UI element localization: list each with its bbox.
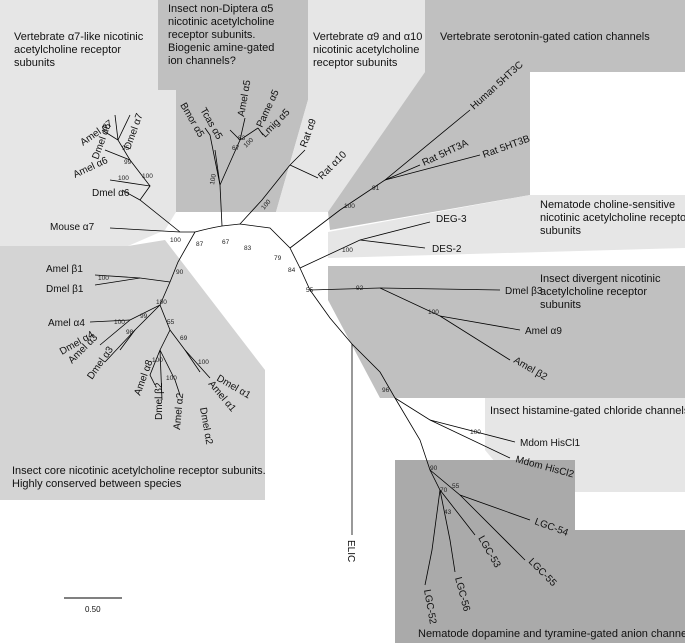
bootstrap-a4-99: 99 bbox=[140, 313, 148, 320]
bootstrap-a1-100: 100 bbox=[198, 359, 209, 366]
bootstrap-55-top: 55 bbox=[306, 287, 314, 294]
label-insect-core: Insect core nicotinic acetylcholine rece… bbox=[12, 465, 269, 490]
bootstrap-67: 67 bbox=[222, 239, 230, 246]
bootstrap-84: 84 bbox=[288, 267, 296, 274]
bootstrap-99: 99 bbox=[124, 159, 132, 166]
label-vertebrate-a7: Vertebrate α7-like nicotinic acetylcholi… bbox=[14, 31, 146, 69]
region-vertebrate-a9 bbox=[276, 0, 425, 212]
branches bbox=[89, 109, 531, 586]
leaf-amel-a9: Amel α9 bbox=[525, 326, 562, 337]
bootstrap-a8-100: 100 bbox=[152, 357, 163, 364]
leaf-elic: ELIC bbox=[345, 540, 356, 562]
label-insect-a5: Insect non-Diptera α5 nicotinic acetylch… bbox=[168, 3, 277, 67]
region-insect-divergent bbox=[328, 266, 685, 398]
bootstrap-91: 91 bbox=[372, 185, 380, 192]
bootstrap-deg3: 100 bbox=[342, 247, 353, 254]
scale-bar: 0.50 bbox=[64, 597, 122, 614]
bootstrap-43: 43 bbox=[444, 509, 452, 516]
region-nematode-choline bbox=[328, 195, 685, 258]
bootstrap-83: 83 bbox=[244, 245, 252, 252]
bootstrap-a6: 100 bbox=[118, 175, 129, 182]
bootstrap-a7b: 100 bbox=[142, 173, 153, 180]
leaf-dmel-b1: Dmel β1 bbox=[46, 284, 84, 295]
leaf-dmel-b2: Dmel β2 bbox=[154, 382, 165, 420]
label-vertebrate-a9: Vertebrate α9 and α10 nicotinic acetylch… bbox=[313, 31, 425, 69]
bootstrap-90: 90 bbox=[430, 465, 438, 472]
leaf-deg-3: DEG-3 bbox=[436, 214, 467, 225]
scale-bar-label: 0.50 bbox=[85, 605, 101, 614]
leaf-dmel-a6: Dmel α6 bbox=[92, 188, 130, 199]
bootstrap-core-100: 100 bbox=[156, 299, 167, 306]
label-serotonin: Vertebrate serotonin-gated cation channe… bbox=[440, 31, 650, 43]
bootstrap-55-core: 55 bbox=[167, 319, 175, 326]
leaf-mdom-hiscl1: Mdom HisCl1 bbox=[520, 438, 580, 449]
bootstrap-a2-100: 100 bbox=[166, 375, 177, 382]
region-serotonin bbox=[328, 0, 685, 230]
label-insect-divergent: Insect divergent nicotinic acetylcholine… bbox=[540, 273, 664, 311]
leaf-des-2: DES-2 bbox=[432, 244, 462, 255]
bootstrap-70: 70 bbox=[440, 487, 448, 494]
bootstrap-79: 79 bbox=[274, 255, 282, 262]
leaf-amel-b1: Amel β1 bbox=[46, 264, 83, 275]
bootstrap-a5-root: 100 bbox=[209, 173, 218, 185]
bootstrap-divergent: 100 bbox=[428, 309, 439, 316]
leaf-dmel-b3: Dmel β3 bbox=[505, 286, 543, 297]
bootstrap-92: 92 bbox=[356, 285, 364, 292]
group-labels: Vertebrate α7-like nicotinic acetylcholi… bbox=[12, 3, 685, 640]
label-nematode-dopamine: Nematode dopamine and tyramine-gated ani… bbox=[418, 628, 685, 640]
bootstrap-a4-100: 100 bbox=[114, 319, 125, 326]
region-insect-a5 bbox=[158, 0, 308, 212]
leaf-amel-a4: Amel α4 bbox=[48, 318, 85, 329]
bootstrap-87: 87 bbox=[196, 241, 204, 248]
bootstrap-serotonin: 100 bbox=[344, 203, 355, 210]
leaf-amel-a2: Amel α2 bbox=[172, 392, 186, 430]
label-histamine: Insect histamine-gated chloride channels bbox=[490, 405, 685, 417]
bootstrap-69: 69 bbox=[180, 335, 188, 342]
bootstrap-b1-90: 90 bbox=[176, 269, 184, 276]
bootstrap-83a: 83 bbox=[238, 135, 246, 142]
bootstrap-96: 96 bbox=[382, 387, 390, 394]
bootstrap-67a: 67 bbox=[232, 145, 240, 152]
bootstrap-95: 95 bbox=[122, 145, 130, 152]
bootstrap-a7-root: 100 bbox=[170, 237, 181, 244]
region-nematode-dopamine bbox=[395, 460, 685, 643]
bootstrap-55: 55 bbox=[452, 483, 460, 490]
label-nematode-choline: Nematode choline-sensitive nicotinic ace… bbox=[540, 199, 685, 237]
bootstrap-b1-100: 100 bbox=[98, 275, 109, 282]
region-insect-core bbox=[0, 240, 265, 500]
bootstrap-histamine: 100 bbox=[470, 429, 481, 436]
region-vertebrate-a7 bbox=[0, 0, 176, 246]
leaf-mouse-a7: Mouse α7 bbox=[50, 222, 95, 233]
bootstrap-a3-98: 98 bbox=[126, 329, 134, 336]
